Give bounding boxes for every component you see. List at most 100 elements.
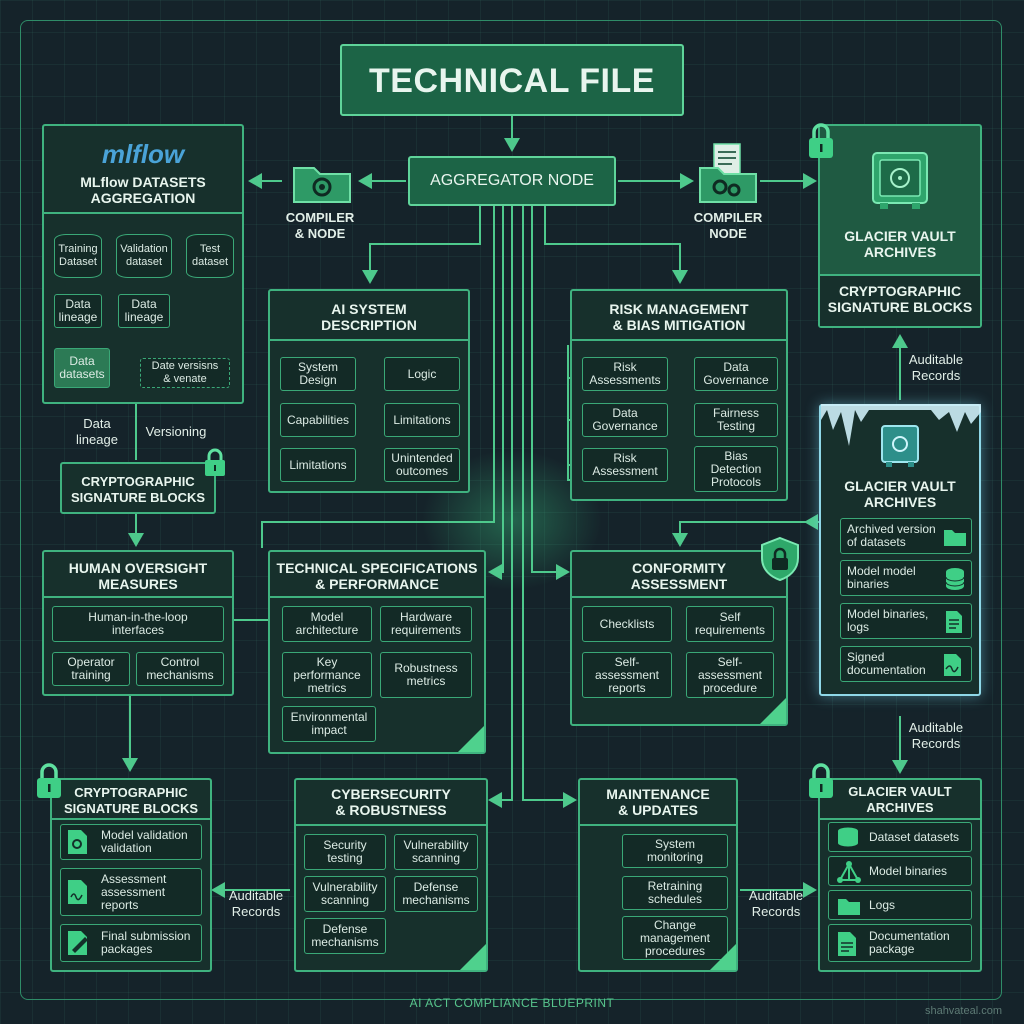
auditable-records-label-2: Auditable Records: [908, 720, 964, 751]
padlock-icon: [806, 762, 836, 805]
compiler-node-right-label: COMPILER NODE: [693, 210, 763, 241]
model-binaries-logs-item[interactable]: Model binaries, logs: [840, 603, 972, 639]
page-curl-decoration: [760, 698, 786, 724]
data-lineage-node-1[interactable]: Data lineage: [54, 294, 102, 328]
data-lineage-label: Data lineage: [76, 416, 118, 447]
pen-document-icon: [67, 930, 91, 961]
data-lineage-node-2[interactable]: Data lineage: [118, 294, 170, 328]
system-design-item[interactable]: System Design: [280, 357, 356, 391]
compiler-node-left-label: COMPILER & NODE: [285, 210, 355, 241]
folder-document-gear-icon: [696, 142, 760, 211]
document-icon: [945, 610, 963, 637]
model-validation-item[interactable]: Model validation validation: [60, 824, 202, 860]
page-curl-decoration: [710, 944, 736, 970]
assessment-reports-item[interactable]: Assessment assessment reports: [60, 868, 202, 916]
capabilities-item[interactable]: Capabilities: [280, 403, 356, 437]
safe-vault-icon: [870, 150, 930, 217]
model-architecture-item[interactable]: Model architecture: [282, 606, 372, 642]
self-assessment-procedure-item[interactable]: Self- assessment procedure: [686, 652, 774, 698]
self-assessment-reports-item[interactable]: Self- assessment reports: [582, 652, 672, 698]
change-management-item[interactable]: Change management procedures: [622, 916, 728, 960]
risk-assessment-item[interactable]: Risk Assessment: [582, 448, 668, 482]
retraining-schedules-item[interactable]: Retraining schedules: [622, 876, 728, 910]
logs-label: Logs: [869, 897, 896, 912]
signed-document-icon: [67, 879, 89, 908]
training-dataset-db[interactable]: Training Dataset: [54, 234, 102, 278]
vulnerability-scanning-item-1[interactable]: Vulnerability scanning: [394, 834, 478, 870]
dataset-datasets-item[interactable]: Dataset datasets: [828, 822, 972, 852]
key-performance-metrics-item[interactable]: Key performance metrics: [282, 652, 372, 698]
validation-dataset-db[interactable]: Validation dataset: [116, 234, 172, 278]
limitations-item-2[interactable]: Limitations: [280, 448, 356, 482]
logs-item[interactable]: Logs: [828, 890, 972, 920]
checklists-item[interactable]: Checklists: [582, 606, 672, 642]
crypto-mid-title: CRYPTOGRAPHIC SIGNATURE BLOCKS: [70, 474, 206, 505]
signed-documentation-item[interactable]: Signed documentation: [840, 646, 972, 682]
assessment-reports-label: Assessment assessment reports: [101, 871, 167, 912]
page-curl-decoration: [460, 944, 486, 970]
auditable-records-label-4: Auditable Records: [748, 888, 804, 919]
gear-document-icon: [67, 829, 89, 858]
limitations-item-1[interactable]: Limitations: [384, 403, 460, 437]
test-dataset-db[interactable]: Test dataset: [186, 234, 234, 278]
bias-detection-item[interactable]: Bias Detection Protocols: [694, 446, 778, 492]
cyber-title: CYBERSECURITY & ROBUSTNESS: [331, 786, 451, 818]
cryptographic-signature-blocks-mid: CRYPTOGRAPHIC SIGNATURE BLOCKS: [60, 462, 216, 514]
archived-datasets-label: Archived version of datasets: [847, 522, 936, 549]
risk-assessments-item[interactable]: Risk Assessments: [582, 357, 668, 391]
unintended-outcomes-item[interactable]: Unintended outcomes: [384, 448, 460, 482]
operator-training-item[interactable]: Operator training: [52, 652, 130, 686]
maintenance-title: MAINTENANCE & UPDATES: [606, 786, 710, 818]
icicles-decoration: [821, 402, 981, 457]
data-datasets-node[interactable]: Data datasets: [54, 348, 110, 388]
model-validation-label: Model validation validation: [101, 828, 188, 855]
model-binaries-item[interactable]: Model model binaries: [840, 560, 972, 596]
folder-icon: [943, 527, 967, 550]
archived-datasets-item[interactable]: Archived version of datasets: [840, 518, 972, 554]
model-binaries-logs-label: Model binaries, logs: [847, 607, 929, 634]
network-icon: [837, 861, 861, 886]
shield-lock-icon: [758, 536, 802, 587]
model-binaries-label: Model model binaries: [847, 564, 916, 591]
documentation-package-item[interactable]: Documentation package: [828, 924, 972, 962]
vulnerability-scanning-item-2[interactable]: Vulnerability scanning: [304, 876, 386, 912]
model-binaries-bottom-item[interactable]: Model binaries: [828, 856, 972, 886]
data-governance-item-1[interactable]: Data Governance: [694, 357, 778, 391]
defense-mechanisms-item-1[interactable]: Defense mechanisms: [394, 876, 478, 912]
signed-document-icon: [943, 653, 965, 680]
ai-system-title: AI SYSTEM DESCRIPTION: [321, 301, 417, 333]
fairness-testing-item[interactable]: Fairness Testing: [694, 403, 778, 437]
defense-mechanisms-item-2[interactable]: Defense mechanisms: [304, 918, 386, 954]
security-testing-item[interactable]: Security testing: [304, 834, 386, 870]
dataset-datasets-label: Dataset datasets: [869, 829, 960, 844]
folder-gear-icon: [290, 158, 354, 211]
logic-item[interactable]: Logic: [384, 357, 460, 391]
mlflow-logo: mlflow: [101, 139, 185, 169]
documentation-package-label: Documentation package: [869, 929, 950, 956]
technical-file-title: TECHNICAL FILE: [369, 62, 655, 100]
robustness-metrics-item[interactable]: Robustness metrics: [380, 652, 472, 698]
aggregator-node[interactable]: AGGREGATOR NODE: [408, 156, 616, 206]
signed-documentation-label: Signed documentation: [847, 650, 926, 677]
padlock-icon: [34, 762, 64, 805]
folder-icon: [837, 896, 861, 919]
control-mechanisms-item[interactable]: Control mechanisms: [136, 652, 224, 686]
outer-frame: [20, 20, 1002, 1000]
auditable-records-label-3: Auditable Records: [228, 888, 284, 919]
final-submission-item[interactable]: Final submission packages: [60, 924, 202, 962]
glacier-top-title: GLACIER VAULT ARCHIVES: [844, 228, 956, 260]
document-icon: [837, 931, 857, 960]
environmental-impact-item[interactable]: Environmental impact: [282, 706, 376, 742]
risk-title: RISK MANAGEMENT & BIAS MITIGATION: [609, 301, 749, 333]
glacier-bottom-title: GLACIER VAULT ARCHIVES: [848, 784, 952, 815]
hardware-requirements-item[interactable]: Hardware requirements: [380, 606, 472, 642]
self-requirements-item[interactable]: Self requirements: [686, 606, 774, 642]
watermark: shahvateal.com: [924, 1005, 1002, 1017]
human-in-the-loop-item[interactable]: Human-in-the-loop interfaces: [52, 606, 224, 642]
vault-icon: [880, 424, 920, 475]
system-monitoring-item[interactable]: System monitoring: [622, 834, 728, 868]
data-governance-item-2[interactable]: Data Governance: [582, 403, 668, 437]
auditable-records-label-1: Auditable Records: [908, 352, 964, 383]
date-versions-node[interactable]: Date versisns & venate: [140, 358, 230, 388]
conformity-title: CONFORMITY ASSESSMENT: [630, 560, 728, 592]
